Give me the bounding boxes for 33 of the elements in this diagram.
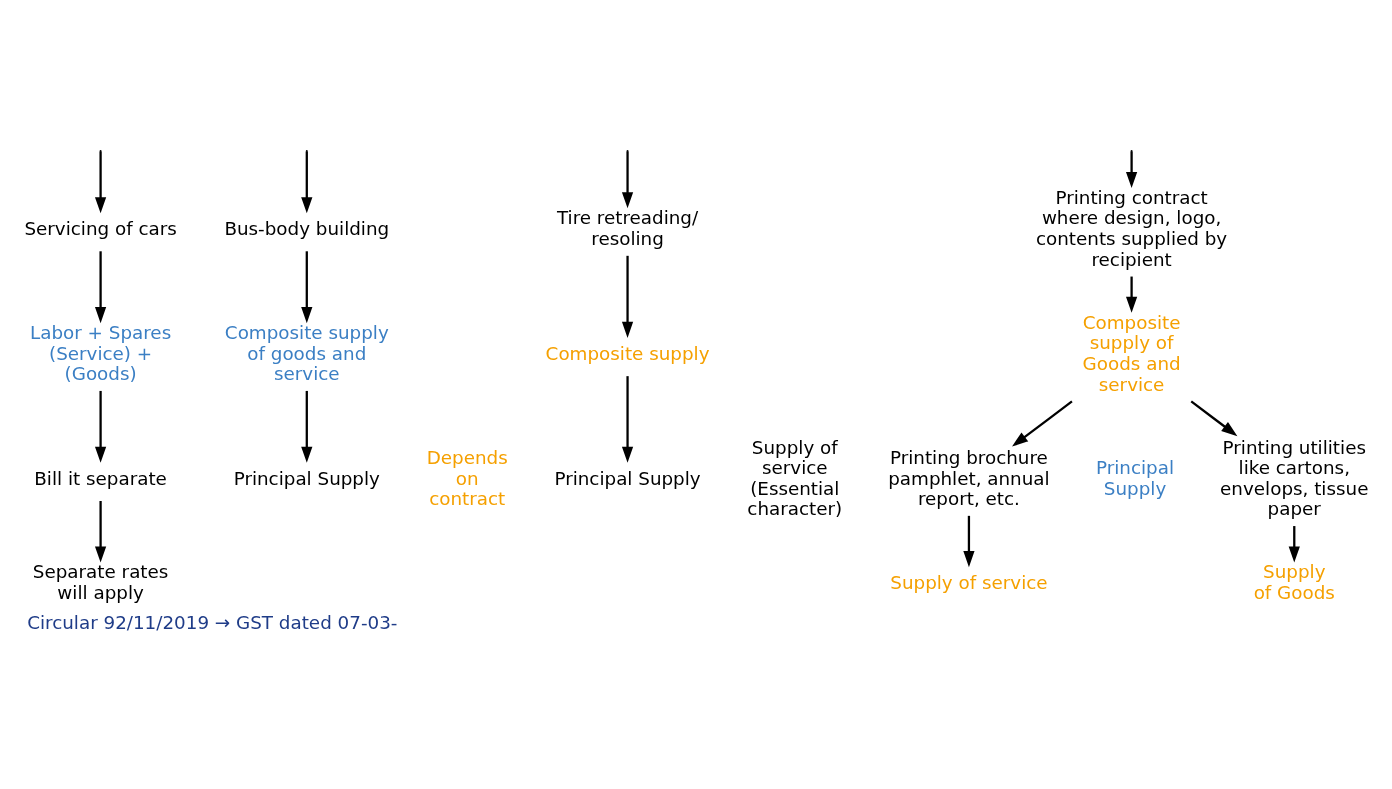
node-text: Principal Supply (554, 467, 701, 489)
node-text: Labor + Spares (Service) + (Goods) (30, 321, 172, 384)
node-text: Servicing of cars (24, 217, 177, 239)
node-text: Separate rates will apply (32, 560, 169, 603)
arrow (1190, 400, 1238, 436)
node-text: Composite supply of goods and service (224, 321, 389, 384)
node-text: Printing brochure pamphlet, annual report, etc. (888, 446, 1050, 509)
caption: Circular 92/11/2019 → GST dated 07-03- (27, 611, 398, 633)
arrow (94, 390, 107, 463)
arrow (94, 500, 107, 562)
node-text: Supply of Goods (1253, 560, 1335, 603)
arrow (1288, 525, 1300, 562)
node-text: Composite supply of Goods and service (1082, 311, 1181, 395)
arrow (621, 255, 634, 338)
label: Principal Supply (1096, 456, 1175, 499)
node-text: Composite supply (545, 342, 710, 364)
node-text: Depends on contract (426, 446, 508, 509)
arrow (963, 515, 975, 567)
node-text: Bill it separate (34, 467, 167, 489)
arrow (301, 250, 313, 323)
node-text: Printing utilities like cartons, envelops, tissue paper (1220, 436, 1369, 519)
arrow (1012, 400, 1073, 447)
arrow (301, 390, 313, 463)
arrow (301, 150, 313, 213)
arrow (1125, 276, 1138, 313)
node-text: Principal Supply (233, 467, 380, 489)
arrow (621, 375, 634, 463)
node-text: Supply of service (890, 571, 1048, 593)
node-text: Tire retreading/ resoling (556, 206, 699, 249)
arrow (94, 250, 107, 323)
node-text: Supply of service (Essential character) (747, 436, 843, 519)
node-text: Printing contract where design, logo, contents supplied by recipient (1035, 186, 1228, 270)
node-text: Bus-body building (224, 217, 390, 239)
